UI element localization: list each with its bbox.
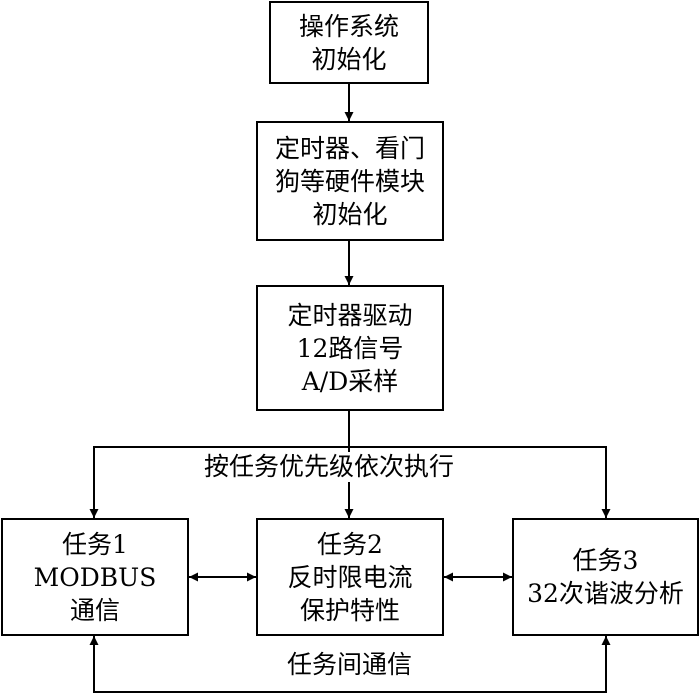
node-line: 狗等硬件模块 (274, 166, 425, 196)
node-line: 定时器、看门 (274, 133, 425, 163)
intertask-loop (89, 636, 611, 693)
node-line: 定时器驱动 (287, 300, 413, 330)
priority-bus (93, 446, 607, 518)
node-hw-init: 定时器、看门 狗等硬件模块 初始化 (256, 121, 444, 241)
node-adc-sampling: 定时器驱动 12路信号 A/D采样 (256, 285, 444, 411)
node-task3: 任务3 32次谐波分析 (512, 518, 699, 636)
node-line: 初始化 (312, 199, 388, 229)
node-line: 32次谐波分析 (527, 579, 684, 608)
node-line: 初始化 (311, 44, 387, 74)
node-task1: 任务1 MODBUS 通信 (1, 518, 189, 636)
node-line: 任务1 (62, 529, 128, 559)
node-line: 12路信号 (296, 333, 404, 363)
node-line: A/D采样 (301, 366, 399, 396)
node-line: 通信 (69, 595, 120, 625)
node-line: 保护特性 (299, 595, 400, 625)
intertask-label: 任务间通信 (283, 650, 417, 680)
node-line: 操作系统 (298, 11, 399, 41)
node-line: MODBUS (33, 562, 157, 592)
node-line: 任务3 (572, 546, 639, 575)
node-line: 反时限电流 (287, 562, 413, 592)
node-os-init: 操作系统 初始化 (269, 1, 429, 84)
node-task2: 任务2 反时限电流 保护特性 (256, 518, 444, 636)
node-line: 任务2 (317, 529, 383, 559)
priority-label: 按任务优先级依次执行 (200, 452, 459, 482)
